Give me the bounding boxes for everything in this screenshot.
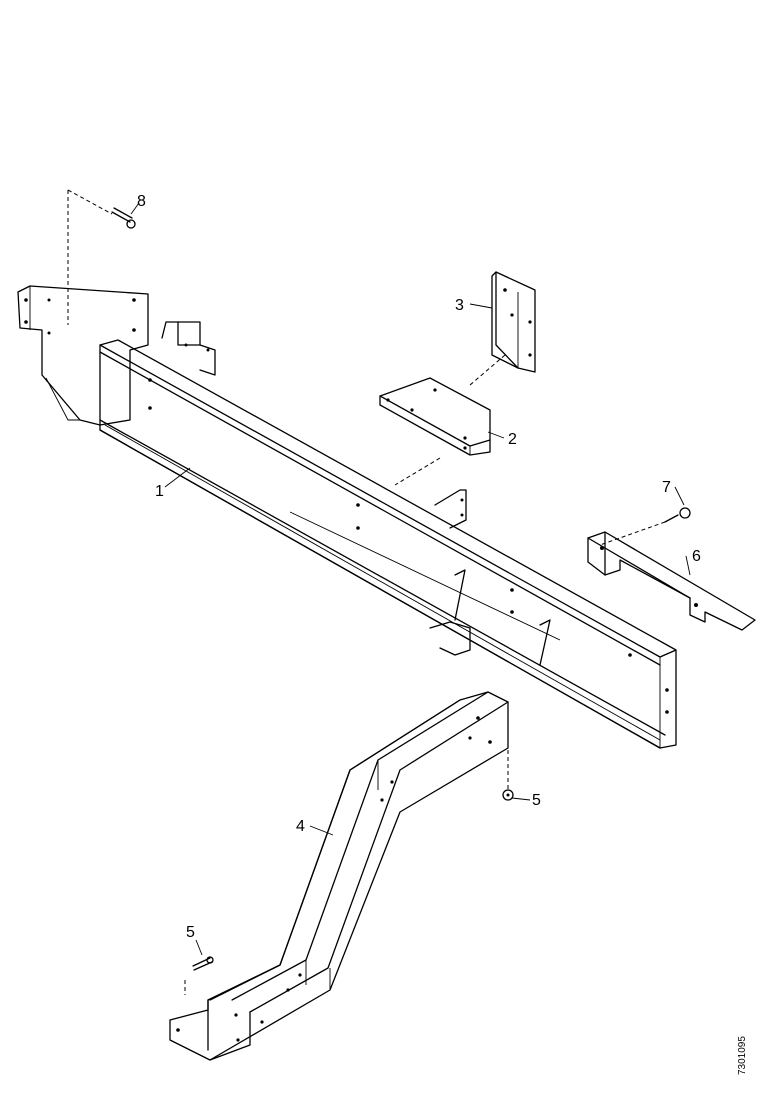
callout-4: 4 [296,818,305,835]
callout-1: 1 [155,483,164,500]
leader-lines [45,202,691,956]
callout-8: 8 [137,193,146,210]
main-beam-part-1 [17,285,677,749]
foot-bracket-part-6 [587,531,756,631]
cranked-frame-part-4 [169,691,509,1061]
vertical-plate-part-3 [491,271,536,373]
callout-7: 7 [662,479,671,496]
figure-id: 7301095 [737,1036,748,1075]
bolt-part-7 [664,507,691,523]
callout-3: 3 [455,297,464,314]
callouts: 8 3 2 1 7 6 5 4 5 [137,193,701,941]
callout-5-lower: 5 [186,924,195,941]
angle-bracket-part-2 [379,377,491,456]
callout-5-upper: 5 [532,792,541,809]
bolt-part-5-lower [192,956,214,971]
nut-part-5-upper [502,789,514,801]
callout-2: 2 [508,431,517,448]
callout-6: 6 [692,548,701,565]
bolt-part-8 [111,207,136,229]
assembly-lines [67,189,666,995]
